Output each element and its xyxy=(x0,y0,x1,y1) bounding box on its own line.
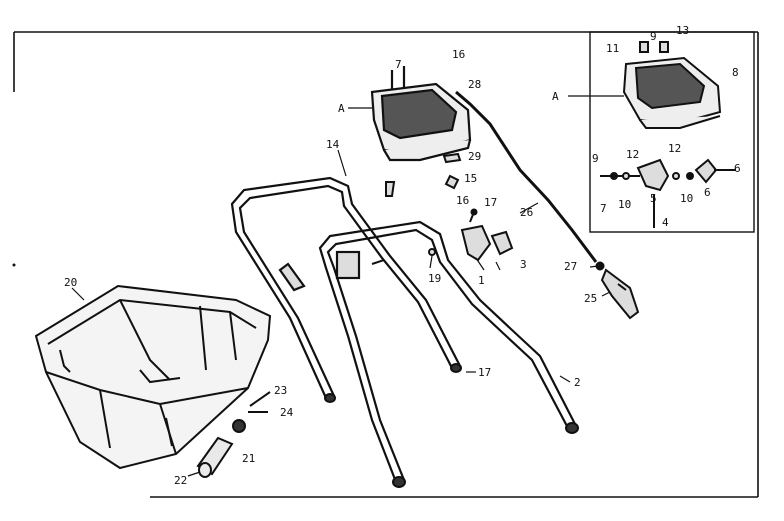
label-16: 16 xyxy=(452,48,465,61)
label-21: 21 xyxy=(242,452,255,465)
detail-inset-box xyxy=(589,31,755,233)
label-11: 11 xyxy=(606,42,619,55)
label-24: 24 xyxy=(280,406,294,419)
label-7: 7 xyxy=(600,202,607,215)
label-2: 2 xyxy=(574,376,581,389)
label-a: A xyxy=(338,102,345,115)
label-28: 28 xyxy=(468,78,481,91)
upper-handle xyxy=(230,176,461,399)
callout-labels: A A 7 16 28 14 29 15 16 17 26 3 19 1 27 … xyxy=(64,24,741,487)
handle-bracket-parts xyxy=(371,152,514,265)
label-29: 29 xyxy=(468,150,481,163)
label-9: 9 xyxy=(650,30,657,43)
lower-handle xyxy=(318,220,577,483)
label-19: 19 xyxy=(428,272,441,285)
label-7: 7 xyxy=(395,58,402,71)
grass-catcher-bag xyxy=(34,284,272,470)
control-housing-main xyxy=(370,66,472,162)
label-10: 10 xyxy=(618,198,631,211)
detail-linkage-parts xyxy=(600,158,736,228)
label-8: 8 xyxy=(732,66,739,79)
label-1: 1 xyxy=(478,274,485,287)
throttle-cable xyxy=(455,90,598,263)
bolt-part xyxy=(232,391,271,433)
label-14: 14 xyxy=(326,138,340,151)
label-12: 12 xyxy=(668,142,681,155)
label-22: 22 xyxy=(174,474,187,487)
label-27: 27 xyxy=(564,260,577,273)
label-13: 13 xyxy=(676,24,689,37)
cable-end-fitting xyxy=(595,261,640,320)
label-6: 6 xyxy=(704,186,711,199)
label-23: 23 xyxy=(274,384,287,397)
label-16: 16 xyxy=(456,194,469,207)
label-17: 17 xyxy=(484,196,497,209)
label-6: 6 xyxy=(734,162,741,175)
label-9: 9 xyxy=(592,152,599,165)
label-a: A xyxy=(552,90,559,103)
label-3: 3 xyxy=(520,258,527,271)
label-25: 25 xyxy=(584,292,597,305)
label-10: 10 xyxy=(680,192,693,205)
label-12: 12 xyxy=(626,148,639,161)
leader-lines xyxy=(71,95,624,477)
control-housing-detail xyxy=(622,41,722,129)
label-20: 20 xyxy=(64,276,77,289)
label-26: 26 xyxy=(520,206,533,219)
label-5: 5 xyxy=(650,192,657,205)
roller-part xyxy=(196,436,234,478)
label-15: 15 xyxy=(464,172,477,185)
label-17: 17 xyxy=(478,366,491,379)
label-4: 4 xyxy=(662,216,669,229)
